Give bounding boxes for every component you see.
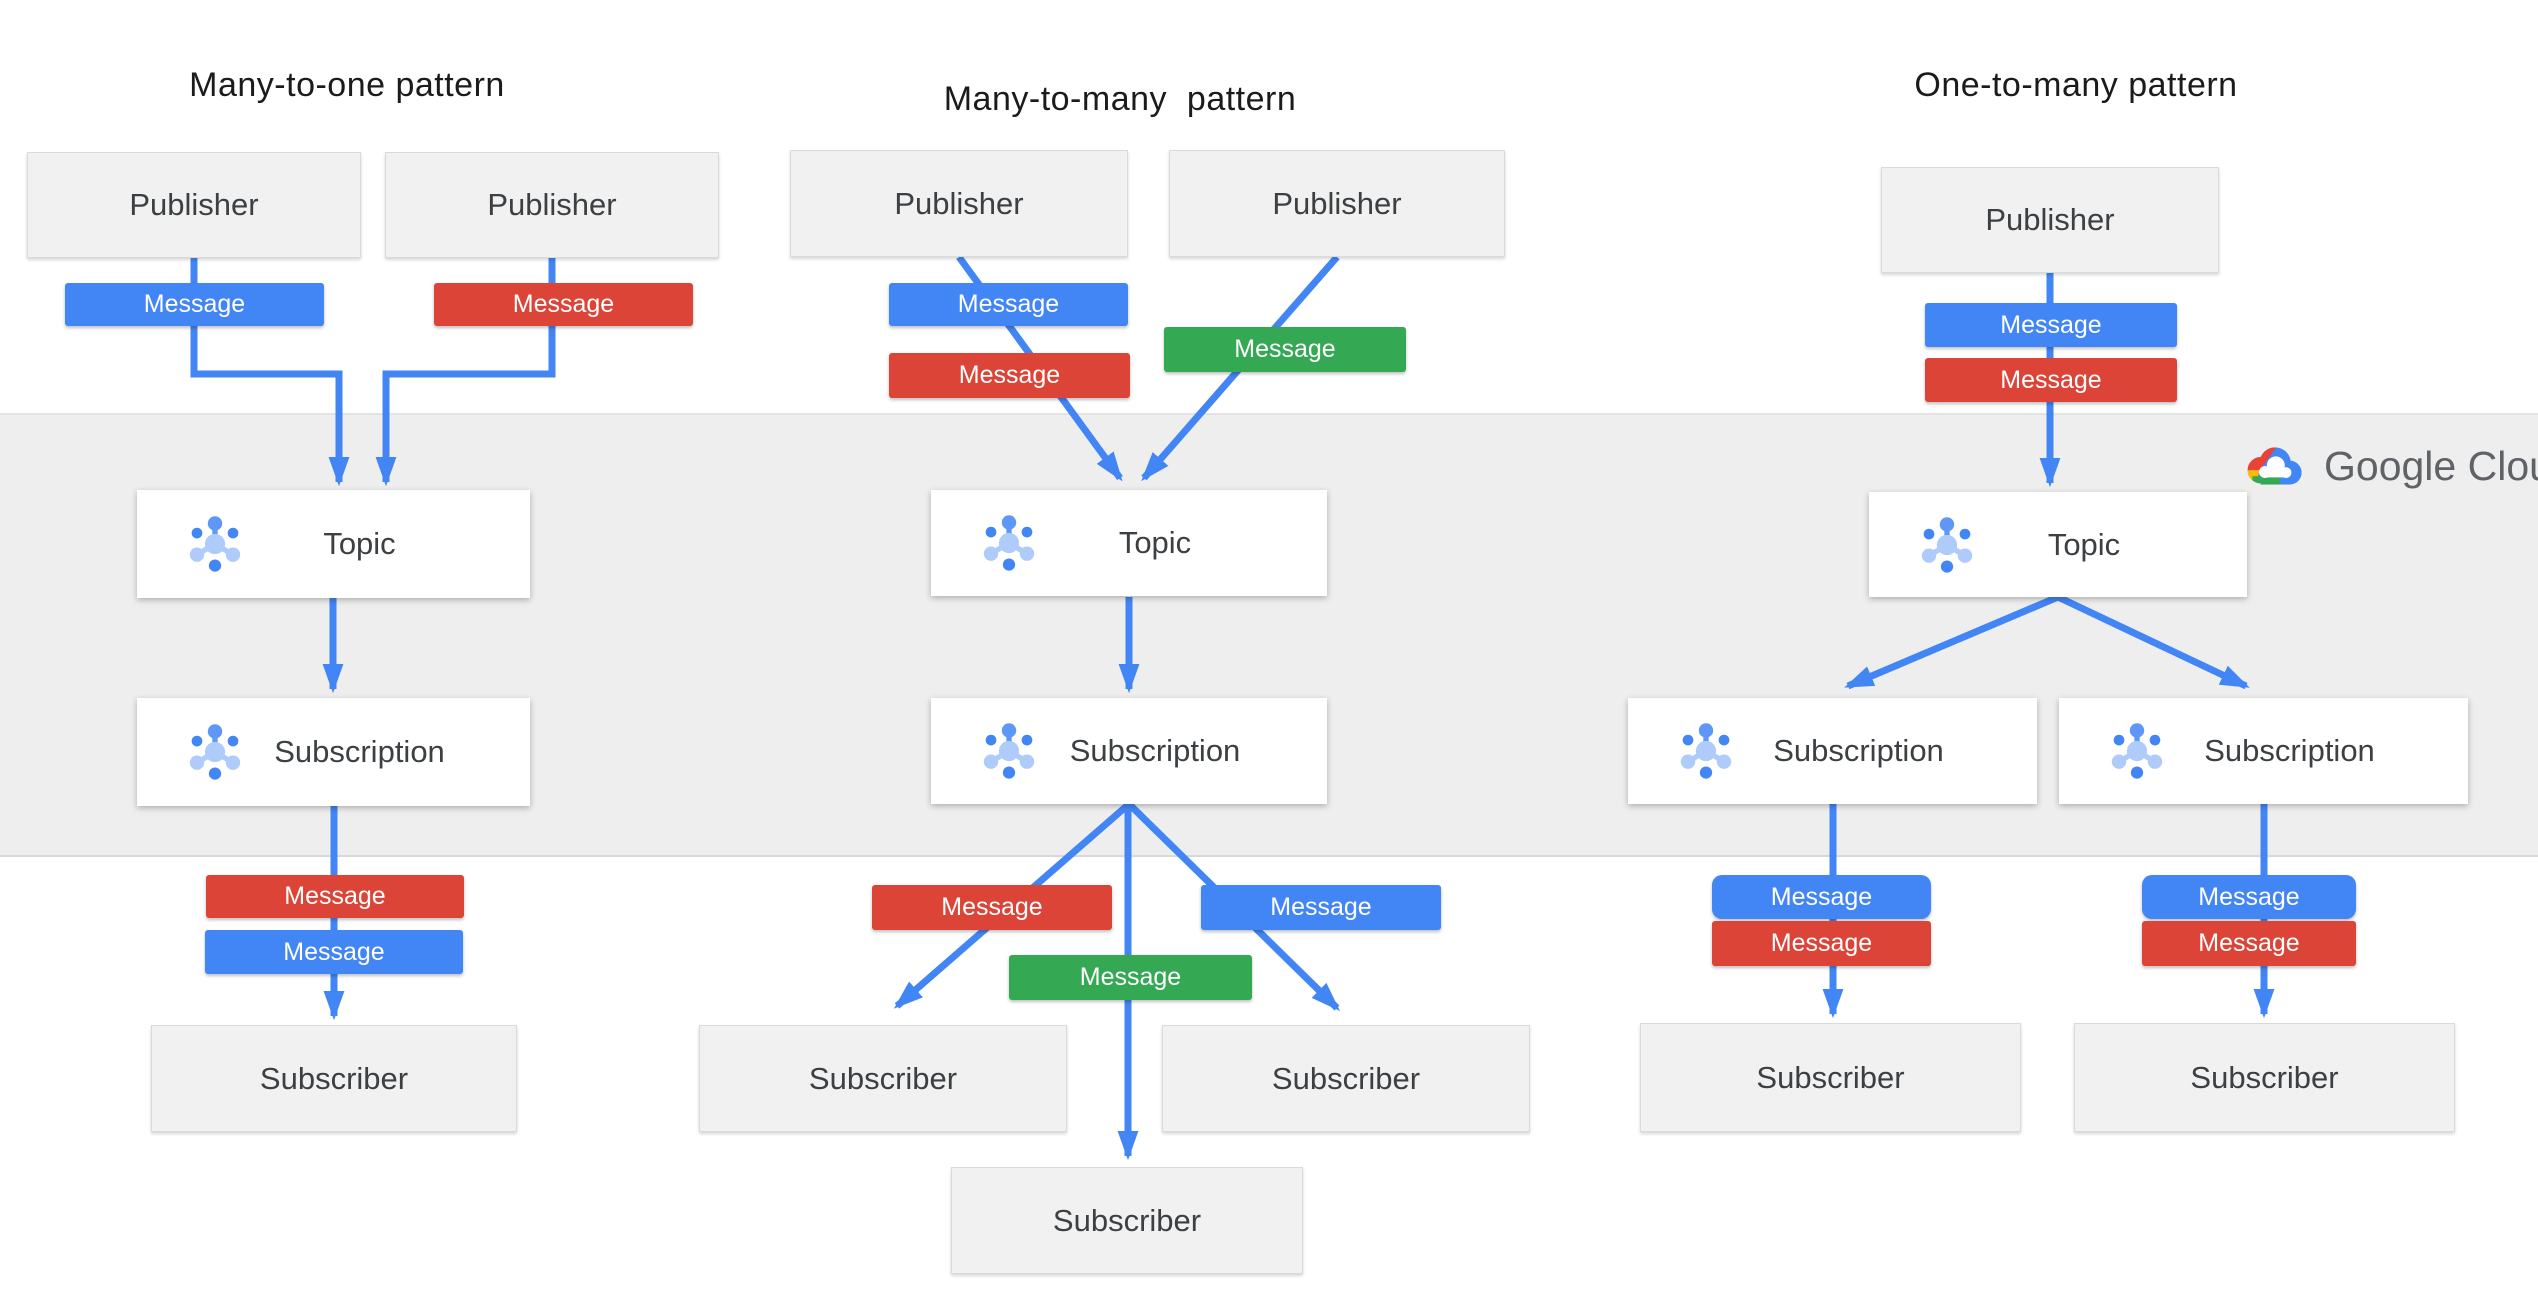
node-label: Topic — [1118, 525, 1192, 560]
message-badge-label: Message — [2000, 310, 2102, 339]
m2m-subscriber-left: Subscriber — [699, 1025, 1067, 1132]
m2o-subscription: Subscription — [137, 698, 530, 806]
message-badge-label: Message — [1770, 882, 1873, 911]
node-label: Subscriber — [1052, 1202, 1202, 1238]
m2o-message-red-bottom: Message — [206, 875, 464, 918]
pubsub-icon — [2105, 719, 2169, 783]
message-badge-label: Message — [512, 290, 615, 318]
pattern-title-many-to-one: Many-to-one pattern — [189, 66, 505, 104]
message-badge-label: Message — [958, 361, 1061, 389]
m2m-message-blue-bottom: Message — [1201, 885, 1441, 930]
node-label: Topic — [323, 526, 396, 561]
m2o-publisher-2: Publisher — [385, 152, 719, 258]
node-label: Publisher — [1272, 185, 1402, 221]
o2m-subscriber-right: Subscriber — [2074, 1023, 2455, 1132]
m2m-message-blue-top: Message — [889, 283, 1128, 326]
o2m-message-red-top: Message — [1925, 358, 2177, 402]
message-badge-label: Message — [283, 937, 385, 966]
google-cloud-logo: Google Cloud — [2238, 438, 2538, 494]
edge-o2m-topic-to-subscription-left — [1844, 593, 2060, 690]
google-cloud-logo-text: Google Cloud — [2324, 442, 2538, 489]
m2m-topic: Topic — [931, 490, 1327, 596]
o2m-message-blue-left: Message — [1712, 875, 1931, 919]
pubsub-icon — [1674, 719, 1738, 783]
node-label: Subscription — [2204, 733, 2375, 768]
message-badge-label: Message — [2198, 929, 2300, 957]
o2m-message-blue-top: Message — [1925, 303, 2177, 347]
message-badge-label: Message — [1770, 929, 1873, 957]
pubsub-icon — [977, 719, 1041, 783]
node-label: Subscription — [1773, 733, 1944, 768]
node-label: Subscriber — [808, 1060, 958, 1096]
message-badge-label: Message — [941, 893, 1043, 921]
message-badge-label: Message — [2000, 365, 2102, 394]
m2o-message-blue-bottom: Message — [205, 930, 463, 974]
o2m-subscription-left: Subscription — [1628, 698, 2037, 804]
o2m-message-blue-right: Message — [2142, 875, 2356, 919]
m2m-message-red-bottom: Message — [872, 885, 1112, 930]
message-badge-label: Message — [1079, 963, 1182, 991]
node-label: Subscriber — [259, 1060, 409, 1096]
pattern-title-many-to-many: Many-to-many pattern — [943, 80, 1297, 118]
o2m-subscription-right: Subscription — [2059, 698, 2468, 804]
google-cloud-icon — [2247, 447, 2302, 485]
message-badge-label: Message — [143, 290, 246, 318]
node-label: Subscriber — [2190, 1059, 2339, 1095]
node-label: Topic — [2047, 526, 2121, 562]
edge-o2m-topic-to-subscription-right — [2056, 593, 2250, 690]
node-label: Subscriber — [1756, 1059, 1905, 1095]
m2m-message-green-top: Message — [1164, 327, 1406, 372]
node-label: Publisher — [487, 187, 617, 222]
node-label: Subscriber — [1271, 1060, 1421, 1096]
m2m-message-green-bottom: Message — [1009, 955, 1252, 1000]
node-label: Publisher — [1985, 202, 2115, 237]
node-label: Publisher — [129, 187, 259, 222]
m2o-message-red-top: Message — [434, 283, 693, 326]
message-badge-label: Message — [957, 290, 1060, 318]
pubsub-icon — [977, 511, 1041, 575]
o2m-topic: Topic — [1869, 492, 2247, 597]
m2o-publisher-1: Publisher — [27, 152, 361, 258]
m2m-subscriber-right: Subscriber — [1162, 1025, 1530, 1132]
o2m-subscriber-left: Subscriber — [1640, 1023, 2021, 1132]
o2m-message-red-left: Message — [1712, 921, 1931, 966]
o2m-message-red-right: Message — [2142, 921, 2356, 966]
pattern-title-one-to-many: One-to-many pattern — [1914, 66, 2238, 104]
message-badge-label: Message — [1270, 893, 1372, 921]
m2m-publisher-2: Publisher — [1169, 150, 1505, 257]
m2m-subscriber-bottom: Subscriber — [951, 1167, 1303, 1274]
node-label: Subscription — [274, 734, 445, 769]
message-badge-label: Message — [2198, 882, 2300, 911]
message-badge-label: Message — [284, 882, 386, 910]
m2m-message-red-top: Message — [889, 353, 1130, 398]
node-label: Subscription — [1069, 733, 1241, 768]
m2o-topic: Topic — [137, 490, 530, 598]
m2o-message-blue-top: Message — [65, 283, 324, 326]
pubsub-icon — [1915, 513, 1979, 577]
o2m-publisher: Publisher — [1881, 167, 2219, 273]
pubsub-icon — [183, 720, 247, 784]
m2m-publisher-1: Publisher — [790, 150, 1128, 257]
message-badge-label: Message — [1234, 335, 1336, 363]
m2o-subscriber: Subscriber — [151, 1025, 517, 1132]
m2m-subscription: Subscription — [931, 698, 1327, 804]
pubsub-icon — [183, 512, 247, 576]
node-label: Publisher — [894, 185, 1024, 221]
